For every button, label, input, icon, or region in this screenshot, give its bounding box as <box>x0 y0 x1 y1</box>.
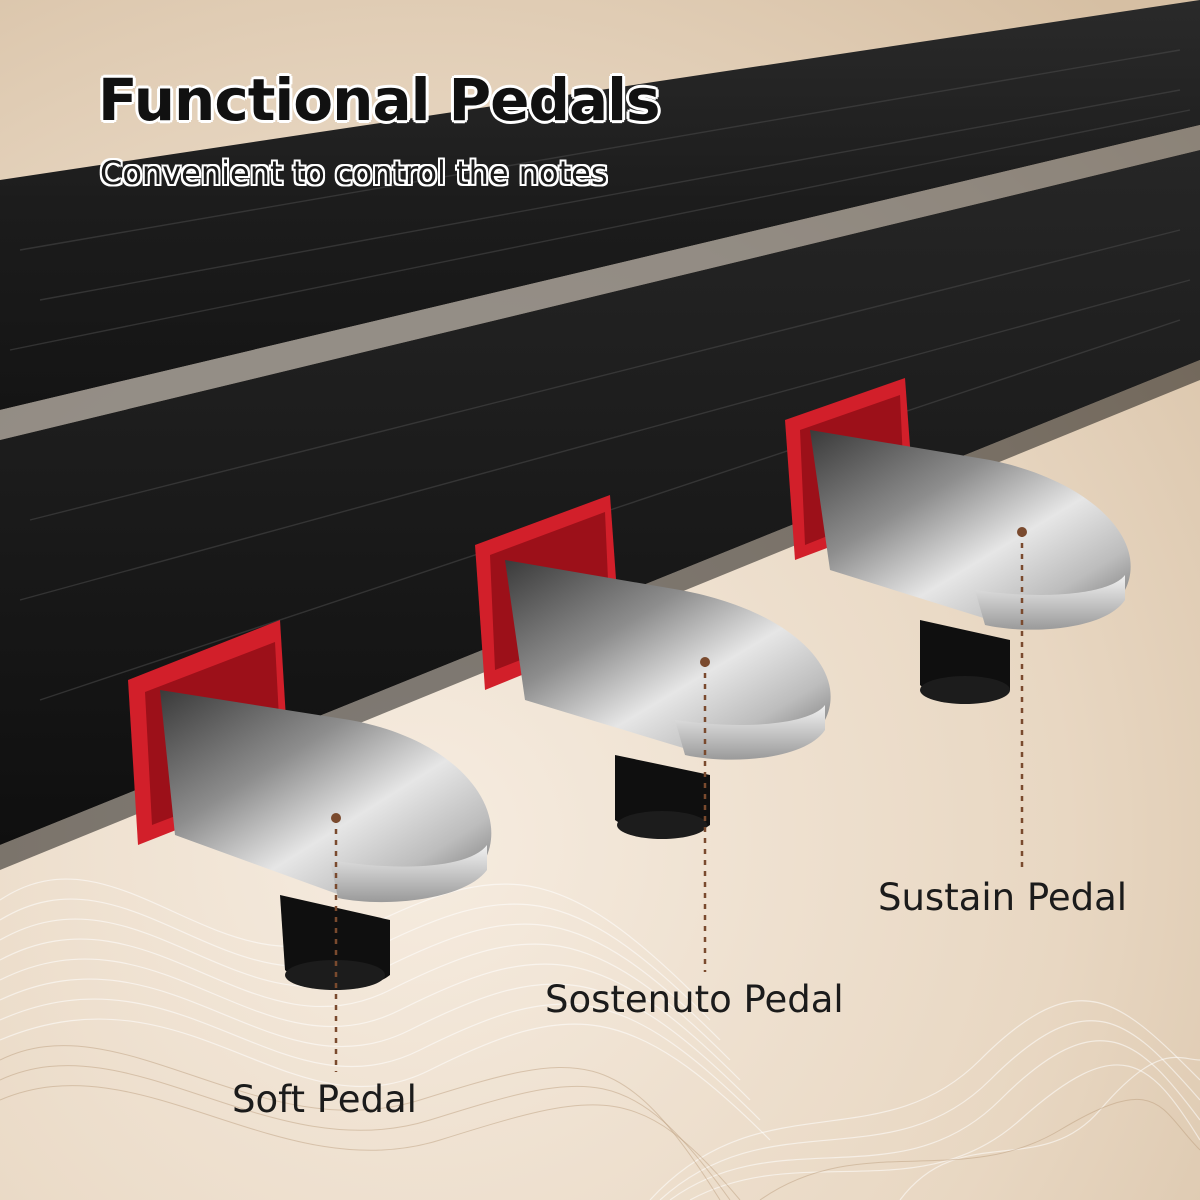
page-subtitle: Convenient to control the notes <box>100 154 608 192</box>
dot-sostenuto <box>700 657 710 667</box>
sostenuto-pedal <box>475 495 831 839</box>
leader-dots <box>331 527 1027 823</box>
soft-pedal-label: Soft Pedal <box>232 1078 417 1121</box>
piano-beam-edge <box>0 125 1200 440</box>
piano-beam-front <box>0 150 1200 845</box>
dot-sustain <box>1017 527 1027 537</box>
sustain-pedal <box>785 378 1131 704</box>
page-title: Functional Pedals <box>98 66 661 134</box>
sustain-pedal-label: Sustain Pedal <box>878 876 1128 919</box>
dot-soft <box>331 813 341 823</box>
soft-pedal <box>128 620 492 990</box>
wave-pattern-dark <box>0 1045 1200 1200</box>
sostenuto-pedal-label: Sostenuto Pedal <box>545 978 844 1021</box>
piano-beam-top <box>0 0 1200 410</box>
leader-lines <box>334 532 1024 1072</box>
